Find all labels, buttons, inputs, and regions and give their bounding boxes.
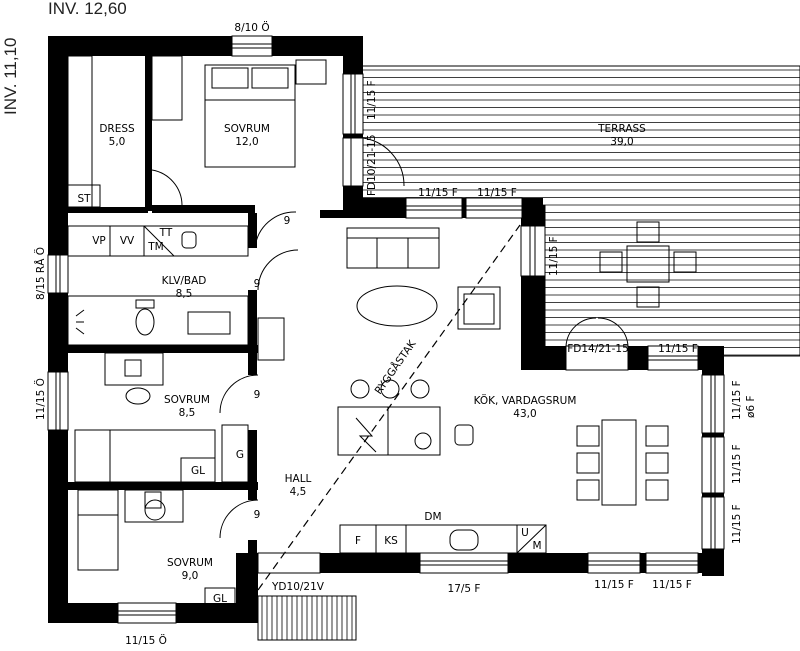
single-bed — [74, 429, 216, 483]
double-bed — [204, 64, 296, 168]
window-label-right-3: 11/15 F — [731, 504, 743, 544]
window-label-bottom-3: 11/15 F — [652, 579, 692, 591]
room-name-sovrum-3: SOVRUM — [167, 557, 213, 569]
sofa — [346, 227, 440, 269]
entry-step-frame — [257, 595, 357, 641]
window-label-bath: 8/15 RÅ Ö — [34, 247, 47, 300]
entry-steps — [257, 595, 357, 641]
room-name-klv-bad: KLV/BAD — [162, 275, 207, 287]
ridge-line — [257, 224, 521, 591]
window-label-bottom-2: 11/15 F — [594, 579, 634, 591]
furniture — [67, 55, 697, 607]
label-m: M — [532, 540, 541, 552]
label-ryggastak: RYGGÅSTAK — [372, 337, 419, 397]
room-name-sovrum-1: SOVRUM — [224, 123, 270, 135]
label-vv: VV — [120, 235, 135, 247]
room-area-terrass: 39,0 — [610, 136, 633, 148]
door-swings — [147, 137, 629, 539]
room-area-sovrum-1: 12,0 — [235, 136, 258, 148]
label-g: G — [236, 449, 244, 461]
room-area-sovrum-3: 9,0 — [182, 570, 199, 582]
room-name-hall: HALL — [285, 473, 312, 485]
window-label-bedroom-2: 11/15 Ö — [34, 378, 47, 420]
room-area-klv-bad: 8,5 — [176, 288, 193, 300]
room-name-terrass: TERRASS — [597, 123, 646, 135]
room-area-sovrum-2: 8,5 — [179, 407, 196, 419]
kitchen-counter — [339, 524, 547, 554]
room-area-dress: 5,0 — [109, 136, 126, 148]
window-openings — [47, 35, 725, 624]
label-f: F — [355, 535, 361, 547]
terrace-table — [626, 245, 670, 283]
label-dm: DM — [424, 511, 441, 523]
label-u: U — [521, 527, 529, 539]
door-label-fd14: FD14/21-15 — [567, 343, 629, 355]
label-gl-2: GL — [213, 593, 227, 605]
window-label-terrace-door: FD10/21-15 — [366, 134, 378, 196]
label-tm: TM — [147, 241, 163, 253]
kitchen-island — [337, 406, 441, 456]
window-label-kitchen-v: 11/15 F — [548, 236, 560, 276]
coffee-table — [356, 285, 438, 327]
window-label-terrace-v: 11/15 F — [366, 80, 378, 120]
door-width-1: 9 — [146, 181, 153, 193]
storage-cabinet — [67, 184, 101, 208]
room-name-sovrum-2: SOVRUM — [164, 394, 210, 406]
washbasin — [187, 311, 231, 335]
toilet — [135, 308, 155, 336]
window-label-fd14-right: 11/15 F — [658, 343, 698, 355]
door-label-entry: YD10/21V — [271, 581, 325, 593]
room-name-dress: DRESS — [99, 123, 135, 135]
room-name-kok: KÖK, VARDAGSRUM — [474, 394, 577, 407]
label-ks: KS — [384, 535, 398, 547]
single-bed — [77, 489, 119, 571]
terrace-deck-boards — [362, 69, 800, 356]
label-gl-1: GL — [191, 465, 205, 477]
window-label-top-bedroom: 8/10 Ö — [234, 21, 269, 34]
armchair — [457, 286, 501, 330]
door-width-4: 9 — [254, 389, 261, 401]
label-vp: VP — [92, 235, 106, 247]
window-label-terrace-h1: 11/15 F — [418, 187, 458, 199]
dining-table — [601, 419, 637, 506]
door-width-2: 9 — [284, 215, 291, 227]
label-st: ST — [77, 193, 91, 205]
terrace — [362, 65, 800, 357]
window-label-bottom-1: 17/5 F — [448, 583, 481, 595]
inv-side-label: INV. 11,10 — [1, 37, 20, 115]
window-label-round: ø6 F — [745, 396, 757, 418]
window-label-bedroom-3: 11/15 Ö — [125, 634, 167, 647]
room-area-hall: 4,5 — [290, 486, 307, 498]
hall-washbasin — [257, 317, 285, 361]
inv-top-label: INV. 12,60 — [48, 0, 127, 18]
labels: DRESS 5,0 SOVRUM 12,0 KLV/BAD 8,5 SOVRUM… — [34, 21, 757, 647]
door-width-5: 9 — [254, 509, 261, 521]
label-tt: TT — [159, 227, 173, 239]
door-width-3: 9 — [254, 278, 261, 290]
room-area-kok: 43,0 — [513, 408, 536, 420]
window-label-right-1: 11/15 F — [731, 380, 743, 420]
window-label-terrace-h2: 11/15 F — [477, 187, 517, 199]
window-label-right-2: 11/15 F — [731, 444, 743, 484]
